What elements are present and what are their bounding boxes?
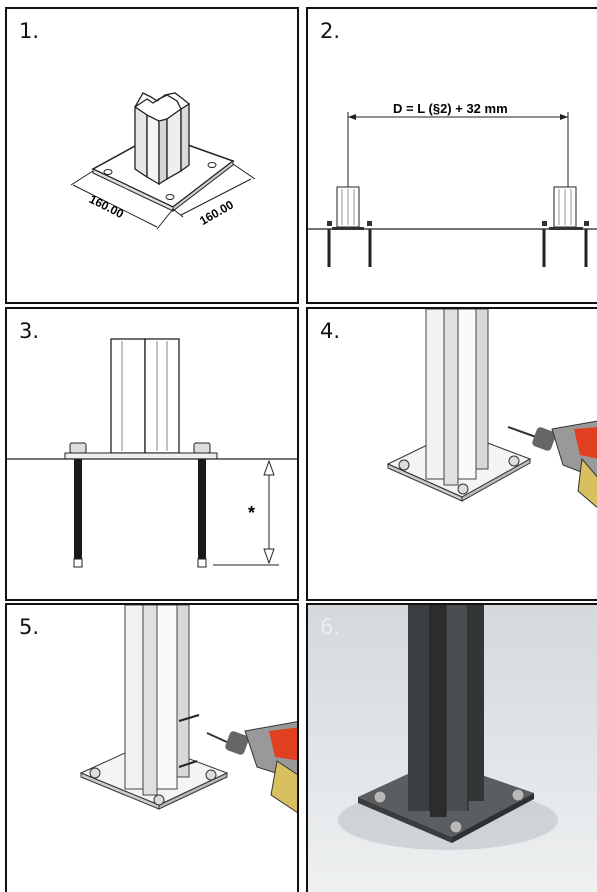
spacing-formula: D = L (§2) + 32 mm xyxy=(393,101,508,116)
dimension-label-right: 160.00 xyxy=(197,197,236,228)
step-panel-5: 5. xyxy=(5,603,299,892)
step-panel-3: 3. * xyxy=(5,307,299,601)
installed-post-render xyxy=(338,605,558,850)
step-panel-4: 4. xyxy=(306,307,597,601)
step-number: 6. xyxy=(320,615,341,639)
step-number: 4. xyxy=(320,319,341,343)
post-spacing-drawing: D = L (§2) + 32 mm xyxy=(308,101,597,267)
dimension-label-left: 160.00 xyxy=(87,192,126,221)
screw-fix-drawing xyxy=(79,605,297,813)
step-number: 5. xyxy=(19,615,40,639)
drill-anchor-drawing xyxy=(386,309,597,508)
anchor-depth-drawing: * xyxy=(7,338,297,568)
step-number: 1. xyxy=(19,19,40,43)
depth-marker: * xyxy=(248,503,255,523)
step-panel-2: 2. D = L (§2) + 32 mm xyxy=(306,7,597,304)
step-number: 3. xyxy=(19,319,40,343)
step-panel-1: 1. 160.00 160.00 xyxy=(5,7,299,304)
step-number: 2. xyxy=(320,19,341,43)
base-plate-dimension-drawing: 160.00 160.00 xyxy=(70,92,256,230)
step-panel-6: 6. xyxy=(306,603,597,892)
